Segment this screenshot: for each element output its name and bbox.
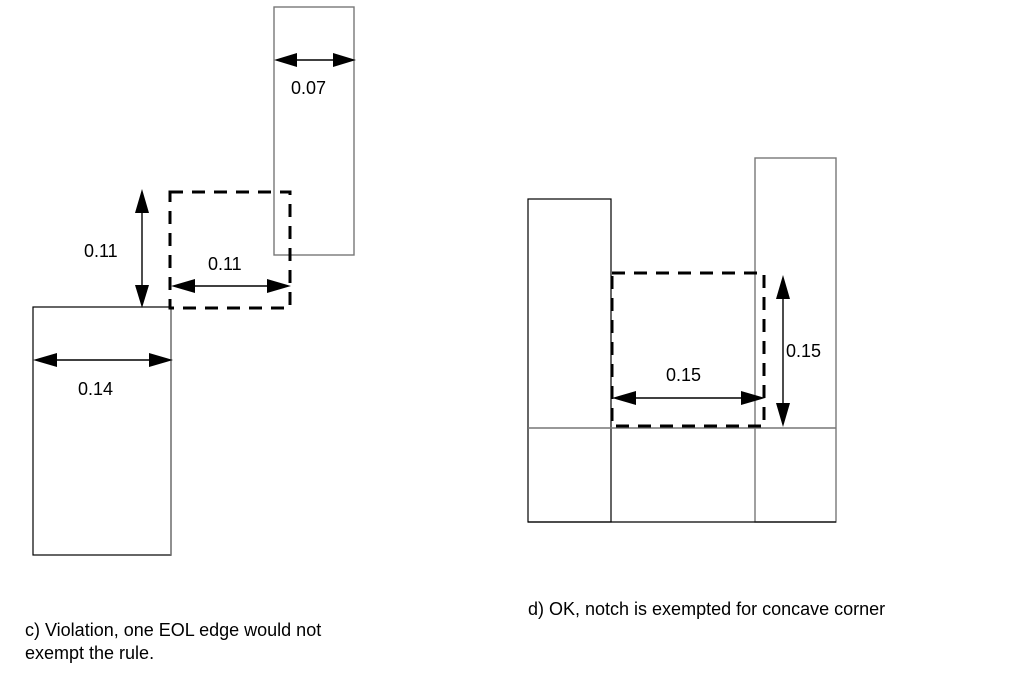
dim-label-bottom-width: 0.14 xyxy=(78,379,113,399)
caption-d: d) OK, notch is exempted for concave cor… xyxy=(528,599,886,619)
spacing-window xyxy=(168,190,292,310)
dim-label-notch-width: 0.15 xyxy=(666,365,701,385)
dim-arrow-0-15-vertical xyxy=(776,275,790,427)
dim-arrow-0-11-vertical xyxy=(135,189,149,308)
panel-d: 0.15 0.15 xyxy=(527,157,837,523)
upper-metal-shape xyxy=(273,6,355,256)
dim-label-top-width: 0.07 xyxy=(291,78,326,98)
left-metal-shape xyxy=(527,198,612,523)
dim-label-window-height: 0.11 xyxy=(84,241,118,261)
panel-c: 0.07 0.11 0.11 0.14 xyxy=(32,6,356,556)
dim-label-window-width: 0.11 xyxy=(208,254,242,274)
dim-arrow-0-07 xyxy=(274,53,356,67)
dim-arrow-0-14 xyxy=(33,353,173,367)
lower-metal-shape xyxy=(32,306,172,556)
dim-arrow-0-11-horizontal xyxy=(171,279,291,293)
notch-window xyxy=(610,271,766,428)
caption-c-line-2: exempt the rule. xyxy=(25,643,155,663)
dim-arrow-0-15-horizontal xyxy=(612,391,765,405)
right-metal-shape xyxy=(754,157,837,523)
caption-c-line-1: c) Violation, one EOL edge would not xyxy=(25,620,322,640)
caption-c: c) Violation, one EOL edge would not exe… xyxy=(25,619,321,665)
dim-label-notch-height: 0.15 xyxy=(786,341,821,361)
